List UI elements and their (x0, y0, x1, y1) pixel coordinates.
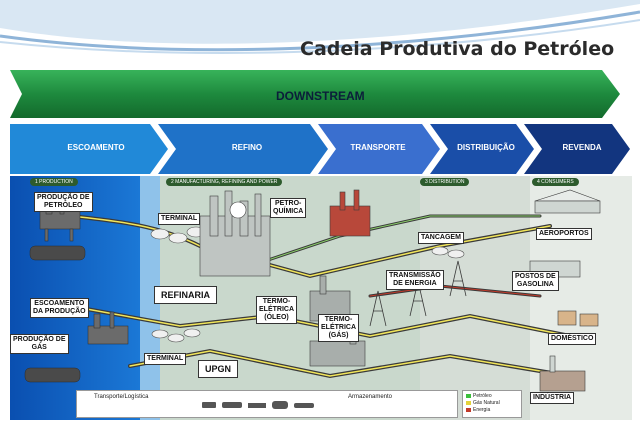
node-termo-gas: TERMO- ELÉTRICA (GÁS) (318, 314, 359, 342)
stage-chevron-revenda (524, 124, 630, 174)
stage-chevrons (10, 124, 630, 174)
node-tancagem: TANCAGEM (418, 232, 464, 244)
node-transmissao: TRANSMISSÃO DE ENERGIA (386, 270, 444, 290)
node-terminal-top: TERMINAL (158, 213, 201, 225)
legend-item-gas: Gás Natural (466, 400, 500, 406)
downstream-label: DOWNSTREAM (276, 89, 365, 103)
petroleo-swatch (466, 393, 471, 398)
gas-swatch (466, 400, 471, 405)
node-terminal-bottom: TERMINAL (144, 353, 187, 365)
node-producao-gas: PRODUÇÃO DE GÁS (10, 334, 69, 354)
legend-transport-label: Transporte/Logística (94, 394, 149, 400)
downstream-banner (10, 70, 620, 118)
stage-chevron-distribuicao (430, 124, 534, 174)
legend-key (462, 390, 522, 418)
page-title: Cadeia Produtiva do Petróleo (300, 38, 615, 60)
node-postos: POSTOS DE GASOLINA (512, 271, 559, 291)
node-aeroportos: AEROPORTOS (536, 228, 592, 240)
header-wave-decoration (0, 0, 640, 54)
node-domestico: DOMÉSTICO (548, 333, 597, 345)
legend-item-energia: Energia (466, 407, 490, 413)
node-industria: INDÚSTRIA (530, 392, 575, 404)
phase-distribution: 3 DISTRIBUTION (420, 178, 470, 186)
stage-label-refino: REFINO (231, 143, 263, 152)
stage-label-escoamento: ESCOAMENTO (67, 143, 125, 152)
node-termo-oleo: TERMO- ELÉTRICA (ÓLEO) (256, 296, 297, 324)
phase-consumers: 4 CONSUMERS (532, 178, 579, 186)
phase-manufacturing: 2 MANUFACTURING, REFINING AND POWER (166, 178, 283, 186)
stage-label-revenda: REVENDA (562, 143, 602, 152)
node-petroquimica: PETRO- QUÍMICA (270, 198, 307, 218)
stage-label-distribuicao: DISTRIBUIÇÃO (457, 143, 515, 152)
stage-chevron-escoamento (10, 124, 168, 174)
legend-panel (76, 390, 458, 418)
phase-production: 1 PRODUCTION (30, 178, 78, 186)
node-producao-petroleo: PRODUÇÃO DE PETRÓLEO (34, 192, 93, 212)
stage-chevron-transporte (318, 124, 440, 174)
stage-chevron-refino (158, 124, 328, 174)
legend-storage-label: Armazenamento (348, 394, 393, 400)
stage-label-transporte: TRANSPORTE (350, 143, 406, 152)
energia-swatch (466, 407, 471, 412)
node-refinaria: REFINARIA (154, 286, 217, 304)
node-escoamento-producao: ESCOAMENTO DA PRODUÇÃO (30, 298, 89, 318)
legend-item-petroleo: Petróleo (466, 393, 492, 399)
node-upgn: UPGN (198, 360, 239, 378)
production-chain-illustration (10, 176, 632, 420)
legend-vehicles-icon (202, 401, 314, 409)
